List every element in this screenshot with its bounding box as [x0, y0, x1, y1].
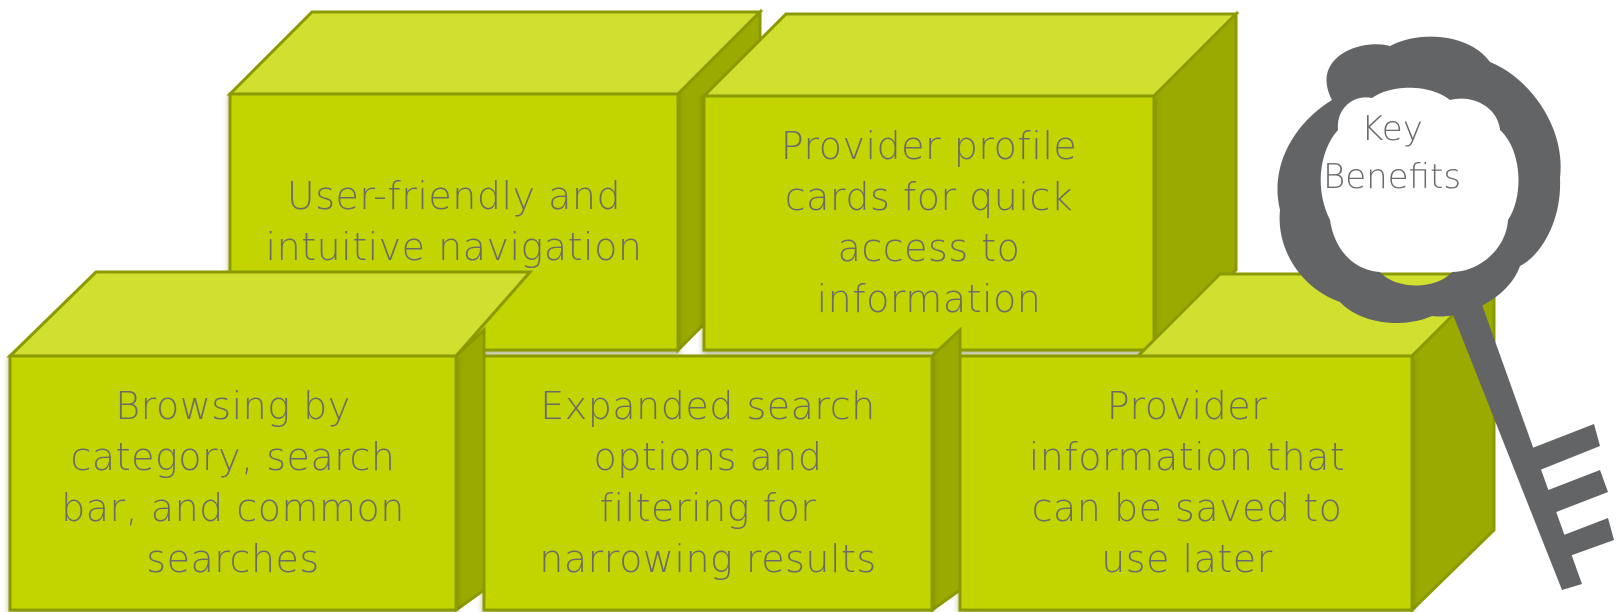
key-tooth [1522, 424, 1600, 474]
box-expanded-search [482, 326, 962, 612]
box-browsing [6, 270, 534, 612]
key-icon [1277, 36, 1614, 590]
box-front-face [958, 354, 1414, 612]
box-provider-profile [700, 10, 1240, 354]
box-expanded-search-label: Expanded search options and filtering fo… [539, 384, 877, 581]
box-browsing-label: Browsing by category, search bar, and co… [61, 384, 405, 581]
box-side-face [930, 326, 962, 612]
box-top-face [226, 10, 764, 96]
box-side-face [454, 326, 486, 612]
key-bow [1277, 36, 1561, 324]
key-benefits-label: Key Benefits [1322, 109, 1462, 197]
key-tooth [1556, 518, 1614, 558]
key-tooth [1538, 470, 1608, 516]
box-user-friendly-label: User-friendly and intuitive navigation [265, 174, 643, 269]
box-provider-info-label: Provider information that can be saved t… [1028, 384, 1346, 581]
box-front-face [8, 354, 458, 612]
box-top-face [700, 12, 1240, 98]
box-front-face [482, 354, 934, 612]
box-front-face [702, 94, 1156, 352]
box-provider-profile-label: Provider profile cards for quick access … [780, 124, 1078, 321]
